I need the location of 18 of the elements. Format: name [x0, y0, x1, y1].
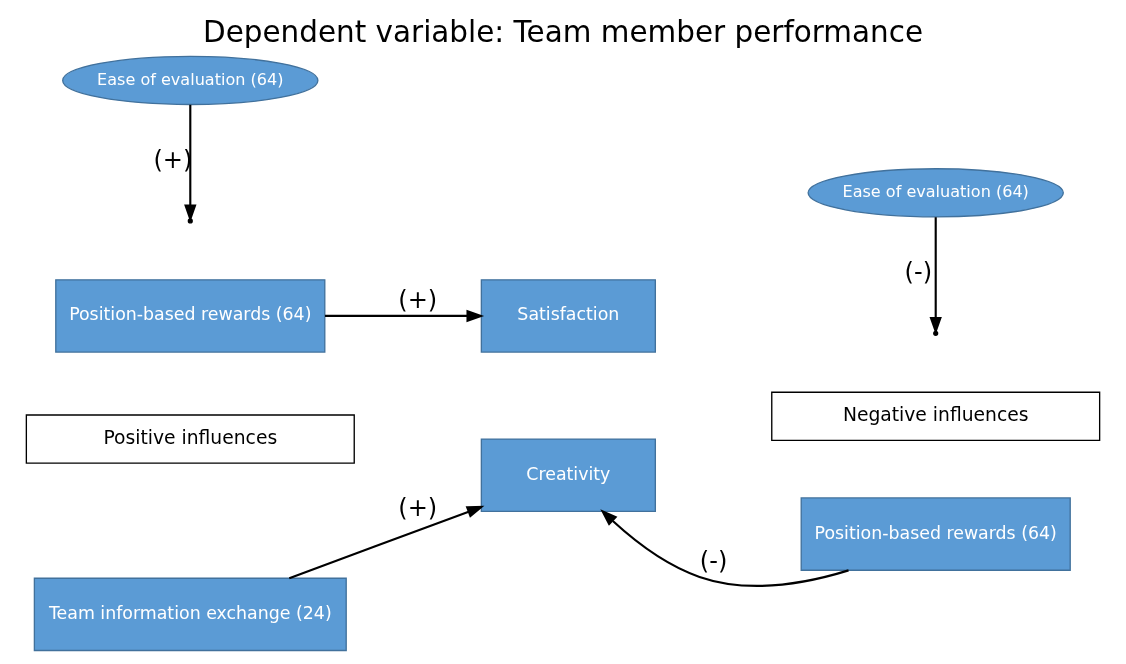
- node-box: Position-based rewards (64): [800, 497, 1071, 571]
- node-box: Positive influences: [25, 414, 355, 464]
- edge-label: (+): [398, 286, 438, 315]
- arrow: [288, 505, 485, 580]
- arrow: [325, 309, 485, 323]
- edge-label: (-): [699, 547, 728, 576]
- node-box: Position-based rewards (64): [55, 279, 326, 353]
- node-box: Team information exchange (24): [33, 577, 347, 652]
- edge-label: (-): [904, 258, 933, 287]
- edge-label: (+): [398, 493, 438, 522]
- diagram-title: Dependent variable: Team member performance: [202, 15, 924, 50]
- node-box: Creativity: [480, 438, 656, 512]
- node-ellipse: Ease of evaluation (64): [807, 168, 1064, 218]
- arrow: [600, 509, 849, 587]
- node-box: Negative influences: [771, 391, 1101, 442]
- node-box: Satisfaction: [480, 279, 656, 353]
- arrow: [929, 217, 942, 335]
- node-ellipse: Ease of evaluation (64): [62, 55, 319, 106]
